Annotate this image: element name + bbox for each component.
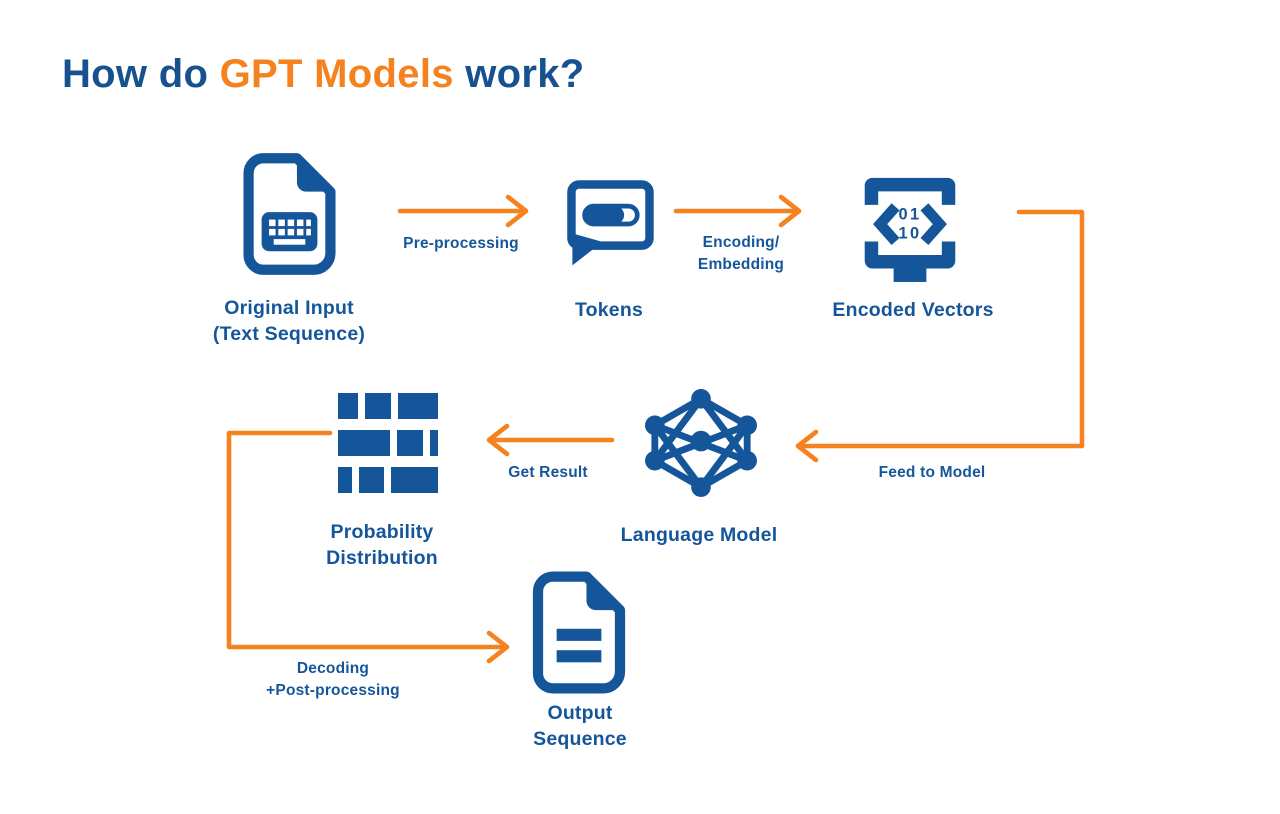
title-part1: How do [62, 52, 220, 96]
page-title: How do GPT Models work? [62, 52, 585, 97]
node-label-encoded-vectors: Encoded Vectors [832, 299, 994, 321]
edge-label-feed-to-model: Feed to Model [878, 464, 986, 481]
node-label-probability-distribution: Probability Distribution [326, 521, 438, 570]
title-part2: work? [453, 52, 585, 96]
node-label-output-sequence: Output Sequence [533, 702, 627, 751]
edge-label-encoding-embedding: Encoding/ Embedding [697, 234, 785, 273]
binary-top-text: 01 [898, 205, 921, 223]
neural-network-icon [645, 388, 757, 498]
document-text-icon [532, 571, 626, 694]
arrow-get-result [486, 423, 615, 457]
distribution-blocks-icon [338, 393, 438, 493]
node-label-language-model: Language Model [620, 524, 778, 546]
arrow-pre-processing [397, 194, 529, 228]
node-label-original-input: Original Input (Text Sequence) [212, 297, 366, 346]
edge-label-pre-processing: Pre-processing [403, 235, 519, 252]
document-keyboard-icon [243, 153, 336, 275]
binary-bottom-text: 10 [898, 225, 921, 243]
arrow-encoding-embedding [673, 194, 802, 228]
edge-label-get-result: Get Result [508, 464, 588, 481]
speech-bubble-token-icon [567, 180, 654, 266]
title-highlight: GPT Models [219, 52, 454, 96]
binary-screen-icon: 01 10 [864, 177, 956, 282]
edge-label-decoding-post-processing: Decoding +Post-processing [266, 660, 400, 699]
node-label-tokens: Tokens [574, 299, 644, 321]
